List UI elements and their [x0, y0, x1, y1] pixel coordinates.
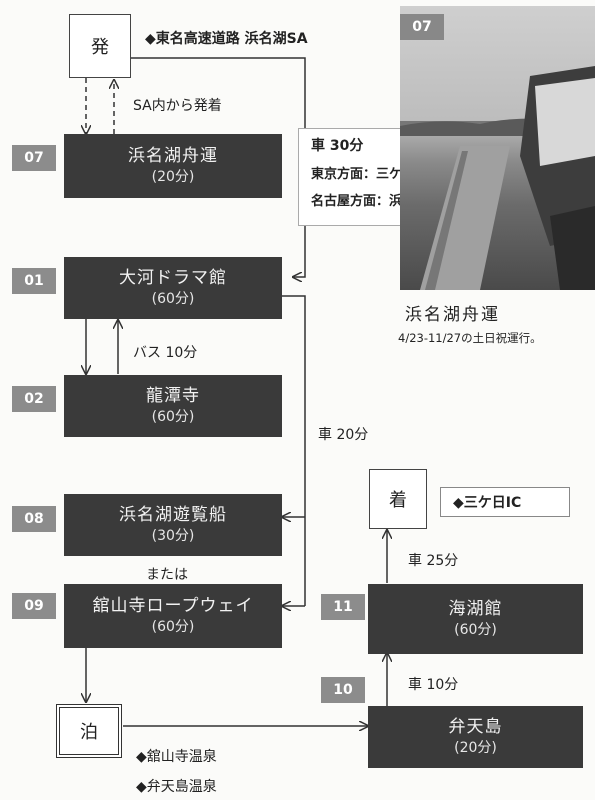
sa-note: SA内から発着 [133, 98, 222, 114]
badge-01: 01 [12, 268, 56, 294]
node-02-duration: (60分) [151, 409, 195, 425]
node-10-name: 弁天島 [448, 717, 503, 737]
car-access-line2: 東京方面：三ケ日IC [311, 167, 430, 182]
node-11-kaikokan: 海湖館 (60分) [368, 584, 583, 654]
bus-label: バス 10分 [133, 345, 198, 361]
car25-label: 車 25分 [408, 553, 459, 569]
node-01-drama-hall: 大河ドラマ館 (60分) [64, 257, 282, 319]
node-02-name: 龍潭寺 [146, 386, 200, 406]
node-07-name: 浜名湖舟運 [128, 146, 218, 166]
node-08-sightseeing-boat: 浜名湖遊覧船 (30分) [64, 494, 282, 556]
or-label: または [146, 567, 188, 583]
photo-image [400, 66, 595, 290]
end-location-box: ◆三ケ日IC [440, 487, 570, 517]
photo-boat [400, 6, 595, 290]
stay-label: 泊 [80, 722, 98, 743]
badge-09: 09 [12, 593, 56, 619]
badge-08: 08 [12, 506, 56, 532]
end-label: 着 [389, 490, 407, 511]
node-07-boat: 浜名湖舟運 (20分) [64, 134, 282, 198]
photo-caption: 浜名湖舟運 [405, 305, 500, 325]
onsen2-label: ◆弁天島温泉 [136, 779, 217, 795]
car20-label: 車 20分 [318, 427, 369, 443]
start-box: 発 [69, 14, 131, 78]
node-11-duration: (60分) [454, 622, 497, 638]
badge-07: 07 [12, 145, 56, 171]
node-07-duration: (20分) [151, 169, 195, 185]
node-09-duration: (60分) [151, 619, 195, 635]
end-box: 着 [369, 469, 427, 529]
node-01-duration: (60分) [151, 291, 195, 307]
node-09-name: 舘山寺ロープウェイ [92, 596, 254, 616]
badge-11: 11 [321, 594, 365, 620]
node-10-bentenjima: 弁天島 (20分) [368, 706, 583, 768]
start-label: 発 [91, 37, 109, 58]
node-11-name: 海湖館 [448, 599, 503, 619]
start-location: ◆東名高速道路 浜名湖SA [145, 31, 308, 47]
end-location: ◆三ケ日IC [453, 495, 522, 511]
01-to-08-09-line [282, 295, 306, 606]
node-02-ryotanji: 龍潭寺 (60分) [64, 375, 282, 437]
node-08-duration: (30分) [151, 528, 195, 544]
photo-badge-07: 07 [400, 14, 444, 40]
node-08-name: 浜名湖遊覧船 [119, 505, 227, 525]
node-01-name: 大河ドラマ館 [119, 268, 227, 288]
car-access-line1: 車 30分 [311, 138, 364, 154]
stay-box: 泊 [56, 704, 122, 758]
car10-label: 車 10分 [408, 677, 459, 693]
onsen1-label: ◆舘山寺温泉 [136, 749, 217, 765]
badge-02: 02 [12, 386, 56, 412]
node-10-duration: (20分) [454, 740, 497, 756]
photo-note: 4/23-11/27の土日祝運行。 [398, 331, 542, 345]
badge-10: 10 [321, 677, 365, 703]
node-09-ropeway: 舘山寺ロープウェイ (60分) [64, 584, 282, 648]
